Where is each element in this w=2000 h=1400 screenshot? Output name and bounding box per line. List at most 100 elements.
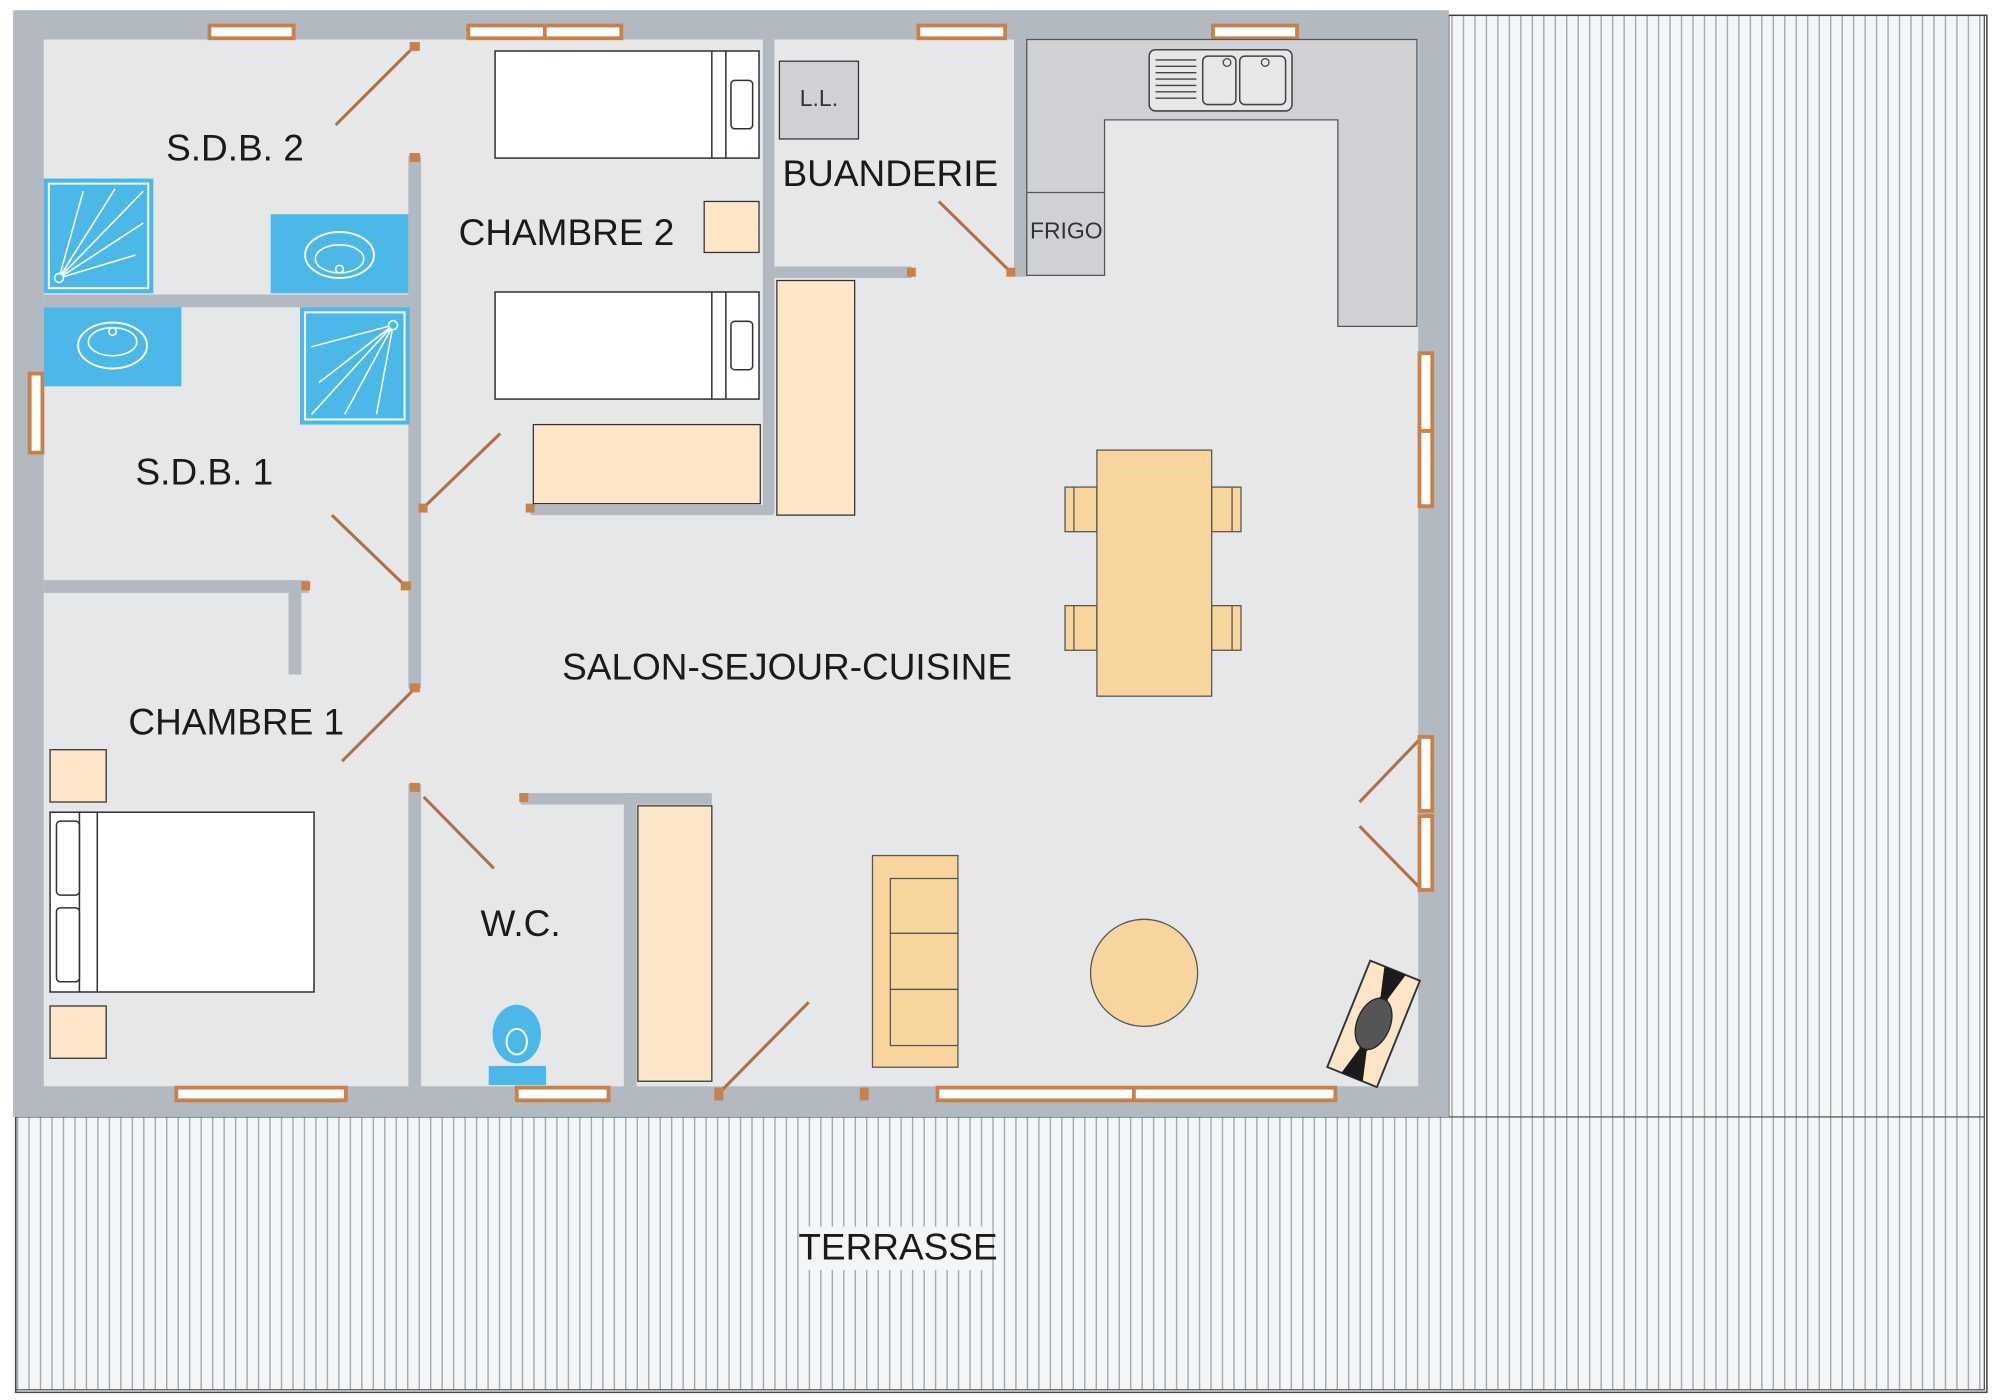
chambre1-furniture: CHAMBRE 1 bbox=[49, 701, 344, 1059]
shower-spray-icon bbox=[310, 324, 394, 415]
wc-fixtures: W.C. bbox=[481, 805, 713, 1086]
hinge bbox=[525, 503, 535, 513]
washing-machine-label: L.L. bbox=[800, 85, 838, 111]
kitchen: FRIGO bbox=[1026, 38, 1418, 328]
wall-wc-right bbox=[623, 793, 637, 1087]
wall-sdb-divider bbox=[43, 294, 410, 308]
window-bottom-wc bbox=[514, 1085, 611, 1103]
hinge bbox=[1006, 267, 1016, 277]
door-frame-right-leaf-2 bbox=[1417, 814, 1435, 892]
windows bbox=[27, 23, 1435, 1103]
hinge bbox=[714, 1087, 724, 1101]
wall-chambre1-top bbox=[43, 580, 309, 593]
doors bbox=[330, 44, 1421, 1096]
dining-chair bbox=[1064, 486, 1098, 533]
bed-single-bottom bbox=[494, 291, 760, 400]
shower-tray-sdb2 bbox=[47, 182, 150, 290]
wall-corridor-upper bbox=[408, 155, 422, 587]
chambre1-label: CHAMBRE 1 bbox=[128, 701, 344, 742]
wall-chambre2-bottom bbox=[530, 504, 774, 516]
coffee-table bbox=[1089, 918, 1199, 1028]
chambre2-label: CHAMBRE 2 bbox=[459, 212, 675, 253]
dining-table bbox=[1096, 449, 1213, 697]
wall-buanderie-right bbox=[1014, 39, 1027, 277]
chambre2-furniture: CHAMBRE 2 bbox=[459, 50, 761, 505]
window-bottom-salon bbox=[935, 1085, 1338, 1103]
hinge bbox=[906, 267, 916, 277]
window-top-3 bbox=[916, 23, 1008, 41]
wardrobe-chambre2 bbox=[532, 423, 761, 505]
door-sdb2 bbox=[334, 44, 416, 127]
hinge bbox=[409, 153, 420, 162]
hinge bbox=[418, 503, 428, 513]
hinge bbox=[400, 581, 411, 591]
washbasin-bowl-icon bbox=[77, 321, 148, 370]
toilet-bowl-icon bbox=[492, 1004, 541, 1064]
door-wc bbox=[422, 795, 495, 870]
door-chambre1 bbox=[340, 687, 416, 763]
sdb1-fixtures: S.D.B. 1 bbox=[43, 307, 410, 493]
bed-single-top bbox=[494, 50, 760, 159]
wall-chambre2-right bbox=[762, 39, 775, 514]
dining-chair bbox=[1211, 486, 1242, 533]
terrace-deck-bottom bbox=[15, 1116, 1985, 1391]
window-top-4 bbox=[1211, 23, 1299, 41]
wall-chambre1-right bbox=[408, 784, 422, 1087]
pillow-icon bbox=[730, 320, 754, 371]
hinge bbox=[409, 683, 420, 693]
buanderie-furniture: L.L. BUANDERIE bbox=[776, 60, 998, 516]
cupboard-wc bbox=[637, 805, 713, 1082]
toilet-seat-icon bbox=[505, 1028, 528, 1056]
washbasin-bowl-icon bbox=[304, 231, 375, 279]
sdb1-label: S.D.B. 1 bbox=[136, 452, 274, 493]
wall-chambre1-stub bbox=[288, 580, 302, 675]
door-entrance bbox=[717, 1001, 810, 1096]
door-right-lower-leaf bbox=[1358, 825, 1421, 889]
shower-spray-icon bbox=[58, 188, 144, 279]
sofa-seat bbox=[889, 988, 959, 1047]
door-chambre2 bbox=[422, 432, 502, 509]
fridge-label: FRIGO bbox=[1030, 217, 1103, 243]
terrace: TERRASSE bbox=[14, 14, 1988, 1394]
pillow-icon bbox=[55, 820, 81, 896]
washbasin-sdb2 bbox=[270, 214, 409, 294]
window-bottom-chambre1 bbox=[174, 1085, 348, 1103]
faucet-icon bbox=[107, 326, 118, 337]
washing-machine bbox=[778, 60, 860, 140]
door-right-upper-leaf bbox=[1358, 738, 1421, 804]
terrace-label-bg bbox=[803, 1226, 993, 1270]
dining-chair bbox=[1064, 605, 1098, 651]
wood-stove-icon bbox=[1326, 959, 1422, 1089]
living-furniture bbox=[871, 854, 1199, 1068]
nightstand bbox=[49, 749, 107, 803]
window-top-1 bbox=[207, 23, 296, 41]
door-sdb1 bbox=[330, 514, 407, 588]
sofa-seat bbox=[889, 877, 959, 934]
terrace-label: TERRASSE bbox=[798, 1227, 997, 1268]
shower-drain-icon bbox=[53, 272, 65, 284]
washbasin-sdb1 bbox=[43, 307, 182, 387]
interior-walls bbox=[43, 39, 1027, 1087]
hinge bbox=[301, 581, 311, 591]
hinge bbox=[859, 1087, 869, 1101]
hinge bbox=[519, 793, 529, 803]
hinge bbox=[409, 782, 420, 792]
wall-wc-top bbox=[520, 793, 712, 805]
sdb2-label: S.D.B. 2 bbox=[166, 128, 304, 169]
sdb2-fixtures: S.D.B. 2 bbox=[43, 128, 409, 294]
faucet-icon bbox=[334, 264, 345, 274]
dining-chair bbox=[1211, 605, 1242, 651]
sink-icon bbox=[1148, 48, 1293, 112]
salon-label: SALON-SEJOUR-CUISINE bbox=[562, 647, 1012, 688]
shower-tray-sdb1 bbox=[304, 311, 406, 421]
door-buanderie bbox=[937, 200, 1012, 273]
sofa-seat bbox=[889, 932, 959, 991]
buanderie-label: BUANDERIE bbox=[782, 153, 998, 194]
cupboard-buanderie bbox=[776, 279, 856, 516]
hinge bbox=[409, 42, 420, 52]
toilet-tank bbox=[488, 1065, 547, 1086]
door-frame-right bbox=[1417, 735, 1435, 892]
shower-drain-icon bbox=[387, 319, 399, 331]
kitchen-counter bbox=[1026, 38, 1418, 328]
